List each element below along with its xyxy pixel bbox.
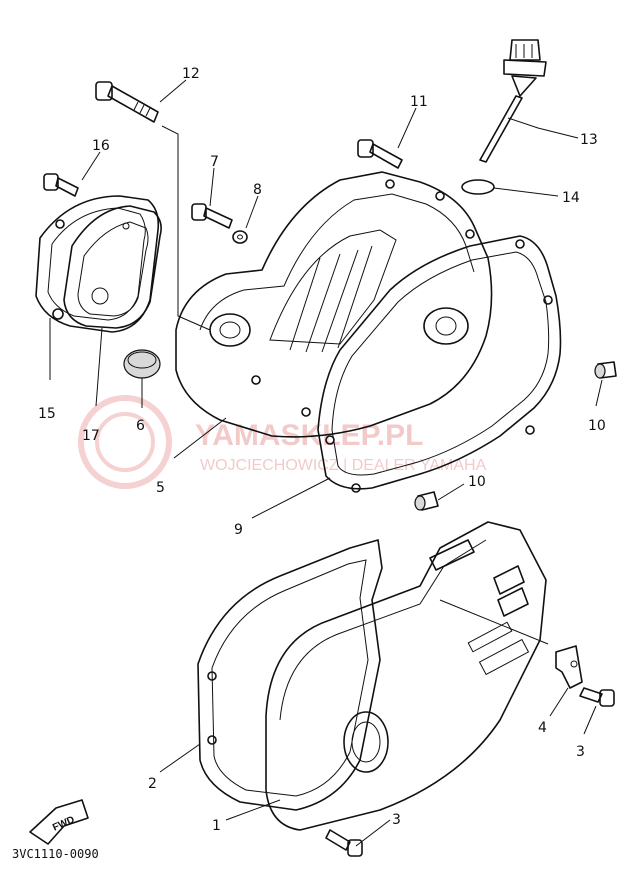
callout-8: 8 xyxy=(253,182,262,198)
watermark-logo xyxy=(78,395,172,489)
callout-17: 17 xyxy=(82,428,100,444)
callout-1: 1 xyxy=(212,818,221,834)
callout-10-bottom: 10 xyxy=(468,474,486,490)
callout-7: 7 xyxy=(210,154,219,170)
bolt-12 xyxy=(95,81,159,123)
bolt-3-bottom xyxy=(325,829,363,857)
bolt-7 xyxy=(191,203,233,229)
callout-4: 4 xyxy=(538,720,547,736)
crankcase-cover-5 xyxy=(175,171,493,438)
plug-6 xyxy=(123,349,161,379)
callout-5: 5 xyxy=(156,480,165,496)
callout-11: 11 xyxy=(410,94,428,110)
bolt-11 xyxy=(357,139,403,169)
callout-3-right: 3 xyxy=(576,744,585,760)
diagram-code: 3VC1110-0090 xyxy=(12,847,99,861)
o-ring-14 xyxy=(461,179,495,195)
callout-14: 14 xyxy=(562,190,580,206)
callout-13: 13 xyxy=(580,132,598,148)
callout-16: 16 xyxy=(92,138,110,154)
watermark: YAMASKLEP.PL WOJCIECHOWICZ | DEALER YAMA… xyxy=(78,395,487,489)
cover-15 xyxy=(35,195,160,333)
callout-15: 15 xyxy=(38,406,56,422)
callout-10-top: 10 xyxy=(588,418,606,434)
callout-6: 6 xyxy=(136,418,145,434)
callout-numbers: 12 16 7 8 11 13 14 15 17 6 5 9 10 10 2 1… xyxy=(38,66,606,834)
outer-cover-1 xyxy=(265,521,547,831)
dowel-10-bottom xyxy=(414,491,439,511)
dowel-10-top xyxy=(594,361,617,379)
fwd-label: FWD xyxy=(51,814,76,833)
leader-lines xyxy=(49,79,603,847)
callout-2: 2 xyxy=(148,776,157,792)
gasket-2 xyxy=(197,539,383,811)
bolt-16 xyxy=(43,173,79,197)
watermark-subtitle: WOJCIECHOWICZ | DEALER YAMAHA xyxy=(200,457,487,474)
oil-dipstick-13 xyxy=(479,39,547,163)
callout-3-bottom: 3 xyxy=(392,812,401,828)
washer-8 xyxy=(232,230,248,244)
callout-9: 9 xyxy=(234,522,243,538)
fwd-arrow-icon: FWD xyxy=(29,799,89,845)
gasket-9 xyxy=(317,235,562,493)
gasket-17 xyxy=(63,205,162,329)
callout-12: 12 xyxy=(182,66,200,82)
bolt-3-right xyxy=(579,687,615,707)
bracket-4 xyxy=(555,645,583,689)
watermark-title: YAMASKLEP.PL xyxy=(195,419,423,452)
